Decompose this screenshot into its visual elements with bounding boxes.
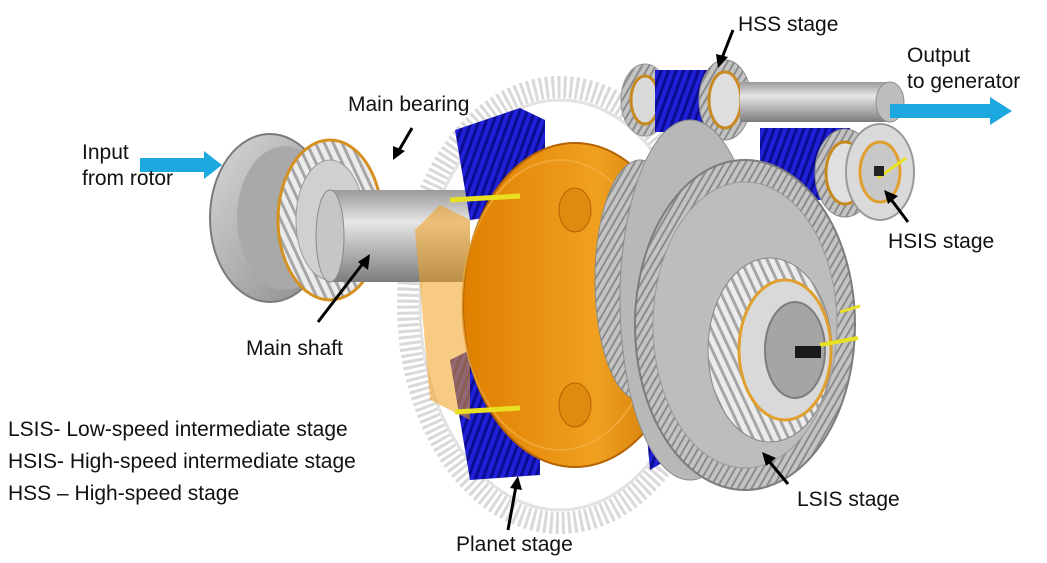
- main-bearing-label: Main bearing: [348, 93, 470, 116]
- output-arrow: [890, 97, 1012, 125]
- lsis-stage-label: LSIS stage: [797, 488, 900, 511]
- hsis-stage-pointer: [884, 190, 910, 223]
- output-to-generator-label: Output to generator: [907, 44, 1021, 93]
- legend-item-hsis: HSIS- High-speed intermediate stage: [8, 450, 356, 473]
- hss-stage-gears: [620, 59, 905, 141]
- planet-stage-label: Planet stage: [456, 533, 573, 556]
- input-from-rotor-label: Input from rotor: [82, 141, 174, 190]
- planet-stage-pointer: [506, 476, 522, 531]
- hss-stage-label: HSS stage: [738, 13, 839, 36]
- legend-item-lsis: LSIS- Low-speed intermediate stage: [8, 418, 348, 441]
- lsis-stage-pointer: [762, 452, 790, 485]
- legend-item-hss: HSS – High-speed stage: [8, 482, 240, 505]
- abbreviation-legend: LSIS- Low-speed intermediate stage HSIS-…: [8, 414, 356, 510]
- main-shaft-label: Main shaft: [246, 337, 343, 360]
- main-bearing-assembly: [209, 133, 384, 303]
- lsis-stage-gear: [594, 119, 861, 491]
- main-bearing-pointer: [393, 127, 414, 160]
- hsis-stage-label: HSIS stage: [888, 230, 995, 253]
- main-shaft-pointer: [316, 254, 370, 323]
- hss-stage-pointer: [716, 29, 735, 68]
- input-arrow: [140, 151, 222, 179]
